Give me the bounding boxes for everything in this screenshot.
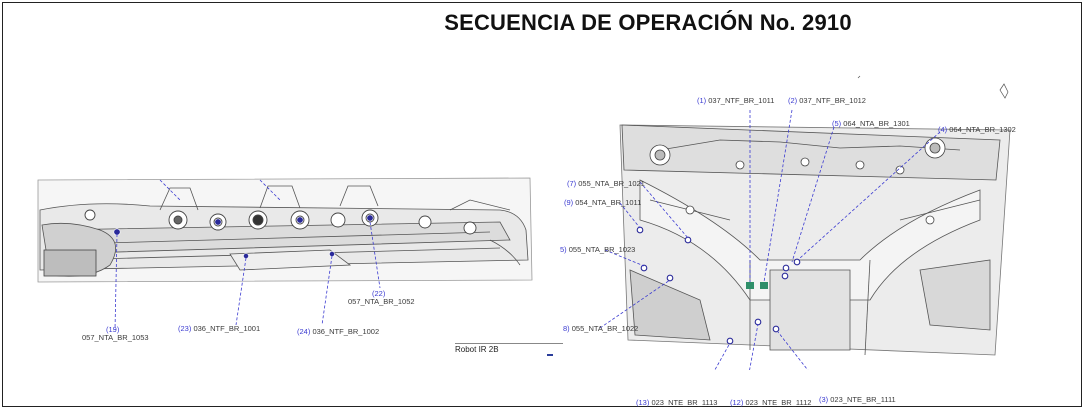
callout-5: (5) 064_NTA_BR_1301: [832, 119, 910, 128]
page-title: SECUENCIA DE OPERACIÓN No. 2910: [444, 10, 852, 35]
callout-number: (12): [730, 398, 744, 407]
callout-code: 055_NTA_BR_1021: [578, 179, 645, 188]
left-crossmember-drawing: [37, 177, 533, 331]
callout-code: 023_NTE_BR_1113: [651, 398, 718, 407]
callout-code: 036_NTF_BR_1001: [193, 324, 261, 333]
callout-19-code: 057_NTA_BR_1053: [82, 333, 149, 342]
callout-code: 023_NTE_BR_1112: [745, 398, 812, 407]
callout-number: (3): [819, 395, 829, 404]
callout-number: 5): [560, 245, 567, 254]
robot-marker: [547, 354, 553, 356]
callout-22: (22): [372, 289, 385, 298]
callout-2: (2) 037_NTF_BR_1012: [788, 96, 866, 105]
callout-number: (9): [564, 198, 574, 207]
slide-frame: [2, 2, 1082, 407]
callout-4: (4) 064_NTA_BR_1302: [938, 125, 1016, 134]
callout-code: 064_NTA_BR_1302: [949, 125, 1016, 134]
callout-23: (23) 036_NTF_BR_1001: [178, 324, 260, 333]
callout-5b: 5) 055_NTA_BR_1023: [560, 245, 635, 254]
callout-code: 037_NTF_BR_1011: [708, 96, 775, 105]
callout-number: (24): [297, 327, 311, 336]
callout-number: (5): [832, 119, 842, 128]
callout-code: 036_NTF_BR_1002: [312, 327, 380, 336]
callout-code: 037_NTF_BR_1012: [799, 96, 866, 105]
callout-1: (1) 037_NTF_BR_1011: [697, 96, 774, 105]
callout-number: (2): [788, 96, 798, 105]
callout-number: (19): [106, 325, 120, 334]
callout-number: (23): [178, 324, 192, 333]
callout-8: 8) 055_NTA_BR_1022: [563, 324, 638, 333]
callout-code: 054_NTA_BR_1011: [575, 198, 642, 207]
callout-7: (7) 055_NTA_BR_1021: [567, 179, 645, 188]
callout-number: (22): [372, 289, 386, 298]
callout-number: (13): [636, 398, 650, 407]
callout-19: (19): [106, 325, 119, 334]
robot-label: Robot IR 2B: [455, 345, 499, 354]
callout-22-code: 057_NTA_BR_1052: [348, 297, 415, 306]
right-floor-drawing: [600, 75, 1011, 370]
callout-number: (7): [567, 179, 577, 188]
callout-24: (24) 036_NTF_BR_1002: [297, 327, 379, 336]
callout-code: 023_NTE_BR_1111: [830, 395, 896, 404]
callout-12: (12) 023_NTE_BR_1112: [730, 398, 811, 407]
robot-box-line: [455, 343, 563, 344]
callout-number: (4): [938, 125, 948, 134]
callout-code: 055_NTA_BR_1022: [571, 324, 639, 333]
callout-number: 8): [563, 324, 570, 333]
robot-label-box: Robot IR 2B: [455, 343, 563, 359]
callout-13: (13) 023_NTE_BR_1113: [636, 398, 717, 407]
callout-3: (3) 023_NTE_BR_1111: [819, 395, 896, 404]
callout-code: 064_NTA_BR_1301: [843, 119, 910, 128]
callout-9: (9) 054_NTA_BR_1011: [564, 198, 641, 207]
callout-code: 055_NTA_BR_1023: [568, 245, 636, 254]
callout-number: (1): [697, 96, 707, 105]
